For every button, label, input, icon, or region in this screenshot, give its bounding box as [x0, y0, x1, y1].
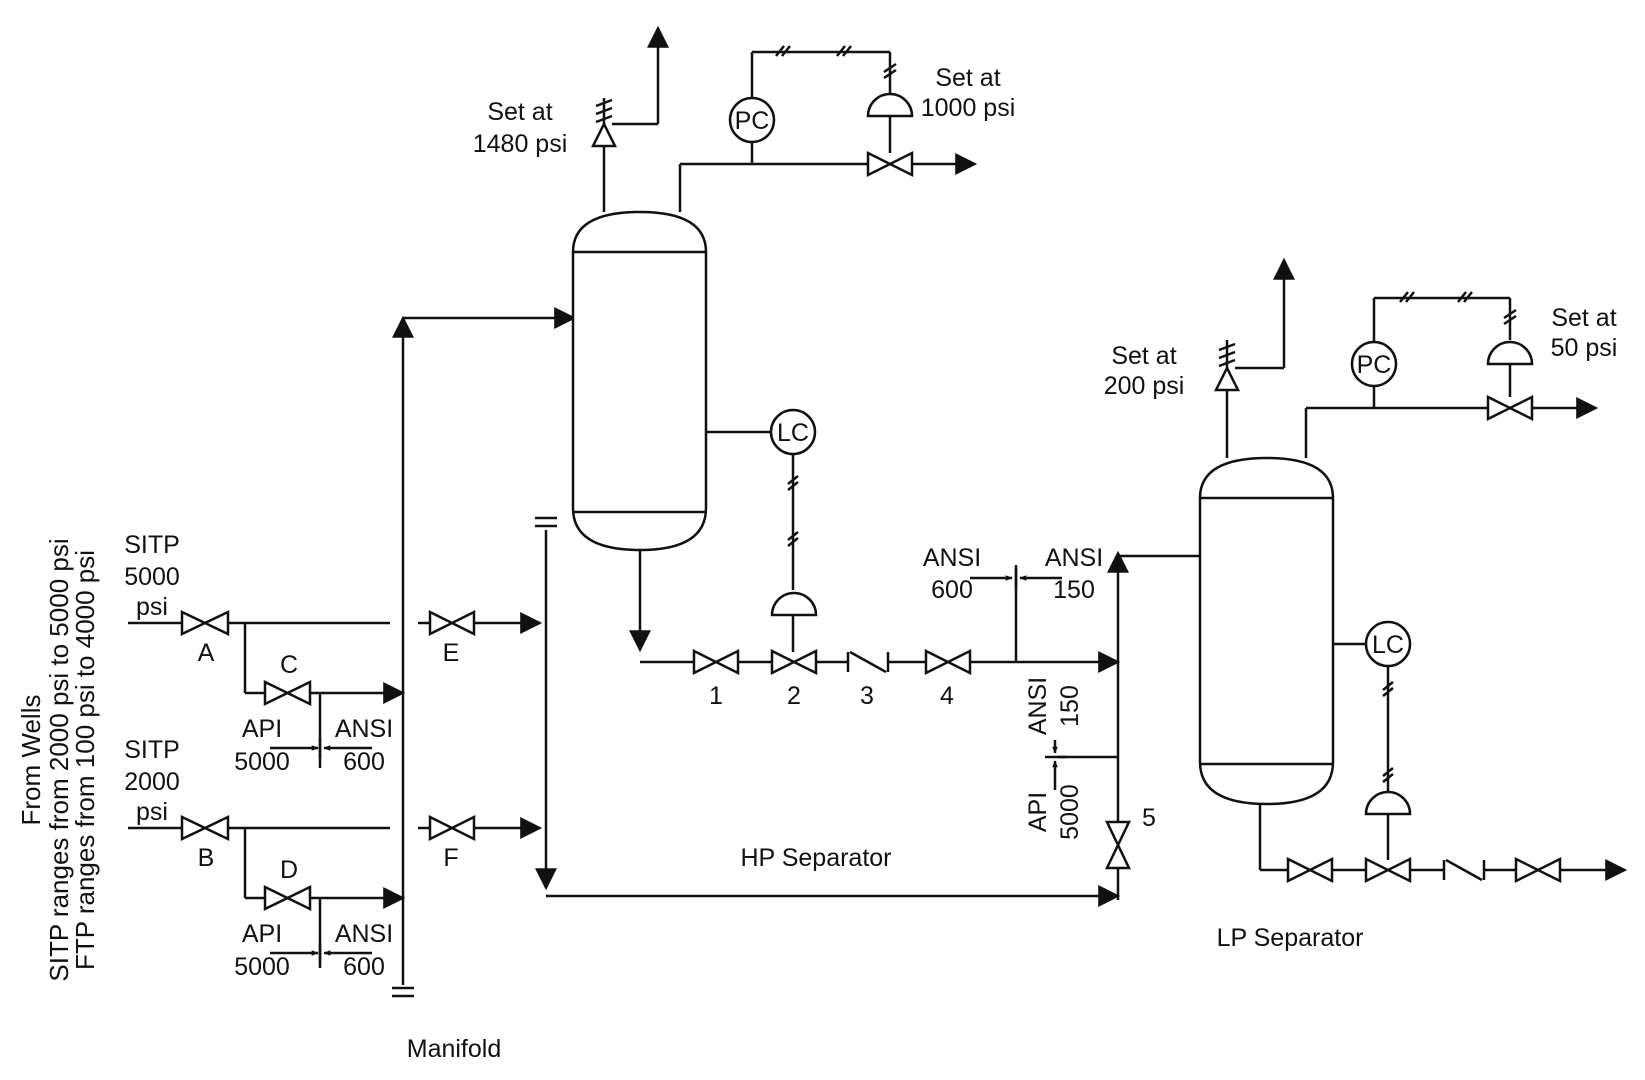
hp-relief-line: [590, 25, 669, 212]
hp-relief-set-line1: Set at: [487, 98, 552, 126]
valve-f-label: F: [443, 844, 458, 872]
hp-level-control-line: [706, 430, 818, 652]
well-b-sitp-label: SITP: [124, 736, 180, 764]
lower-api-value: 5000: [234, 953, 290, 981]
lower-ansi-label: ANSI: [335, 920, 393, 948]
hp-lc-label: LC: [777, 419, 809, 447]
lp-separator-vessel: [1198, 456, 1335, 806]
upper-well-line: [128, 612, 543, 768]
lp-gas-outlet: [1304, 291, 1599, 458]
mid-ansi-left-value: 600: [931, 576, 973, 604]
hp-pc-set-line1: Set at: [935, 64, 1000, 92]
lp-level-control-line: [1333, 642, 1412, 860]
hp-pc-set-line2: 1000 psi: [921, 94, 1016, 122]
vert-ansi-label: ANSI: [1024, 677, 1052, 735]
lp-pc-set-line2: 50 psi: [1551, 334, 1618, 362]
valve-b-label: B: [198, 844, 215, 872]
lp-pc-set-line1: Set at: [1551, 304, 1616, 332]
well-b-sitp-unit: psi: [136, 798, 168, 826]
well-a-sitp-unit: psi: [136, 593, 168, 621]
hp-relief-set-line2: 1480 psi: [473, 130, 568, 158]
valve-d-label: D: [280, 856, 298, 884]
well-a-sitp-label: SITP: [124, 531, 180, 559]
mid-ansi-left-label: ANSI: [923, 544, 981, 572]
mid-spec-break: [970, 565, 1062, 662]
lp-relief-set-line2: 200 psi: [1104, 372, 1185, 400]
valve-3-label: 3: [860, 682, 874, 710]
manifold-label: Manifold: [407, 1035, 502, 1063]
side-text-ftp-range: FTP ranges from 100 psi to 4000 psi: [70, 550, 100, 970]
well-b-sitp-value: 2000: [124, 768, 180, 796]
upper-ansi-label: ANSI: [335, 715, 393, 743]
valve-2-label: 2: [787, 682, 801, 710]
valve-d-symbol: [263, 884, 312, 912]
lower-spec-break: [270, 943, 372, 963]
valve-e-symbol: [428, 609, 476, 637]
side-text-from-wells: From Wells: [16, 695, 46, 826]
valve-e-label: E: [443, 639, 460, 667]
lower-ansi-value: 600: [343, 953, 385, 981]
lp-pc-label: PC: [1357, 351, 1392, 379]
lp-inlet-line: [1045, 550, 1200, 900]
valve-f-symbol: [428, 814, 476, 842]
hp-gas-outlet: [678, 45, 978, 212]
upper-api-value: 5000: [234, 748, 290, 776]
vert-ansi-value: 150: [1056, 685, 1084, 727]
valve-c-label: C: [280, 651, 298, 679]
valve-a-symbol: [180, 610, 230, 636]
hp-separator-vessel: [571, 210, 708, 552]
valve-4-label: 4: [940, 682, 954, 710]
lp-relief-set-line1: Set at: [1111, 342, 1176, 370]
lp-lc-instrument: [1364, 620, 1412, 668]
hp-pc-label: PC: [735, 107, 770, 135]
hp-lc-instrument: [769, 408, 817, 456]
mid-ansi-right-value: 150: [1053, 576, 1095, 604]
lp-relief-line: [1213, 257, 1295, 458]
test-header: [535, 516, 1121, 907]
valve-a-label: A: [198, 639, 215, 667]
valve-b-symbol: [180, 815, 230, 841]
upper-spec-break: [270, 738, 372, 758]
vert-api-label: API: [1024, 792, 1052, 832]
hp-liquid-outlet: [629, 550, 1121, 676]
lower-api-label: API: [242, 920, 282, 948]
valve-1-label: 1: [709, 682, 723, 710]
well-a-sitp-value: 5000: [124, 563, 180, 591]
lp-separator-label: LP Separator: [1217, 924, 1364, 952]
lp-pc-instrument: [1350, 340, 1398, 388]
valve-c-symbol: [263, 679, 312, 707]
manifold-header: [392, 307, 577, 998]
upper-api-label: API: [242, 715, 282, 743]
upper-ansi-value: 600: [343, 748, 385, 776]
valve-5-label: 5: [1142, 804, 1156, 832]
hp-pc-instrument: [728, 96, 776, 144]
vert-api-value: 5000: [1056, 784, 1084, 840]
lp-liquid-outlet: [1258, 804, 1628, 884]
lp-lc-label: LC: [1372, 631, 1404, 659]
mid-ansi-right-label: ANSI: [1045, 544, 1103, 572]
side-text-sitp-range: SITP ranges from 2000 psi to 5000 psi: [44, 538, 74, 981]
hp-separator-label: HP Separator: [740, 844, 891, 872]
